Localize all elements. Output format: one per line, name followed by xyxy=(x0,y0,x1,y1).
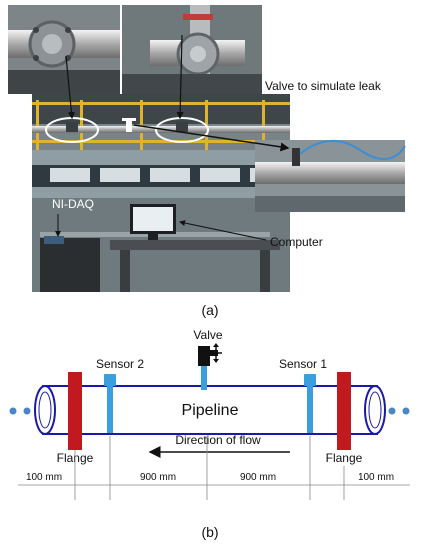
pipe-left-end xyxy=(34,385,56,435)
flange-right xyxy=(337,372,351,450)
flange-left xyxy=(68,372,82,450)
daq-annotation: NI-DAQ xyxy=(52,197,94,211)
computer-annotation: Computer xyxy=(270,235,323,249)
sensor-2-label: Sensor 2 xyxy=(96,357,144,371)
panel-a-photo: Valve to simulate leak NI-DAQ Computer xyxy=(8,5,406,292)
flow-dot xyxy=(9,407,17,415)
pipe-right-end-inner xyxy=(368,391,382,429)
inset-photo-left xyxy=(8,5,120,94)
flange-right-label: Flange xyxy=(326,451,363,465)
sensor-2-head xyxy=(104,374,116,386)
flow-dot xyxy=(23,407,31,415)
inset-arrow xyxy=(176,34,184,120)
dim-label: 900 mm xyxy=(240,472,276,483)
dim-label: 100 mm xyxy=(26,472,62,483)
valve-annotation: Valve to simulate leak xyxy=(265,79,382,93)
caption-b: (b) xyxy=(201,524,218,540)
dimension-ticks xyxy=(74,436,345,500)
flow-dot xyxy=(388,407,396,415)
main-photo xyxy=(32,94,290,292)
inset-photo-valve xyxy=(255,139,406,212)
sensor-1-head xyxy=(304,374,316,386)
panel-b-schematic: Valve Sensor 2 Sensor 1 Pipeline Directi… xyxy=(9,328,410,500)
valve-pointer xyxy=(133,124,290,152)
dim-label: 900 mm xyxy=(140,472,176,483)
pipeline-label: Pipeline xyxy=(182,402,239,419)
caption-a: (a) xyxy=(201,302,218,318)
pipe-left-end-inner xyxy=(38,391,52,429)
inset-arrow xyxy=(65,55,76,120)
inset-photo-middle xyxy=(122,5,262,94)
flow-dot xyxy=(402,407,410,415)
sensor-1-stem xyxy=(307,386,313,433)
valve-label: Valve xyxy=(193,328,222,342)
flow-label: Direction of flow xyxy=(175,433,261,447)
valve-icon xyxy=(198,343,222,390)
dim-label: 100 mm xyxy=(358,472,394,483)
computer-pointer xyxy=(179,220,267,241)
pipe-right-end xyxy=(364,385,386,435)
sensor-2-stem xyxy=(107,386,113,433)
sensor-1-label: Sensor 1 xyxy=(279,357,327,371)
